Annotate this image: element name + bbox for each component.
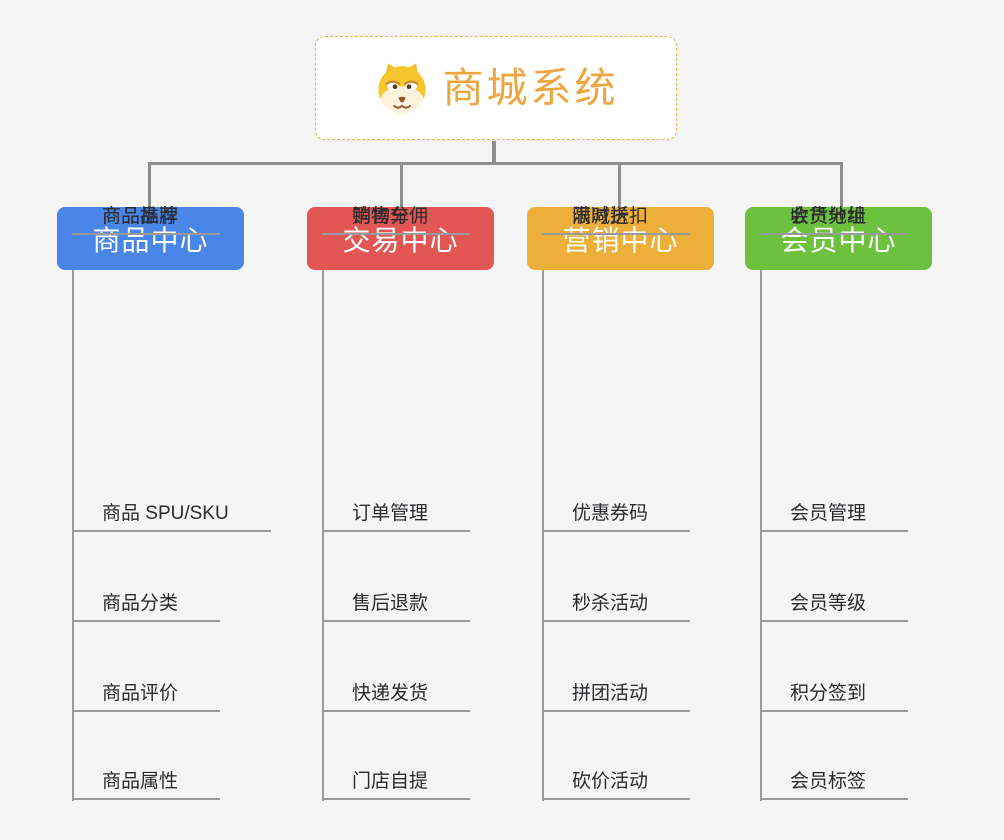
root-node-title: 商城系统 xyxy=(442,64,619,111)
connector-drop-branch-4 xyxy=(840,162,843,210)
branch-node-product-center[interactable]: 商品中心 xyxy=(57,207,244,270)
child-node[interactable]: 秒杀活动 xyxy=(542,594,691,622)
branch-node-trade-center[interactable]: 交易中心 xyxy=(307,207,494,270)
child-node[interactable]: 会员等级 xyxy=(760,594,909,622)
child-node[interactable]: 门店自提 xyxy=(322,772,471,800)
shiba-dog-face-icon xyxy=(377,63,426,114)
child-node[interactable]: 积分签到 xyxy=(760,684,909,712)
branch-column-member-center: 会员中心 会员管理 会员等级 积分签到 会员标签 会员分组 收货地址 xyxy=(745,207,1004,827)
branch-child-connector-line xyxy=(542,270,544,801)
child-node[interactable]: 商品属性 xyxy=(72,772,221,800)
branch-column-product-center: 商品中心 商品 SPU/SKU 商品分类 商品评价 商品属性 商品推荐 商品品牌 xyxy=(57,207,319,827)
branch-child-connector-line xyxy=(72,270,74,801)
child-node[interactable]: 订单管理 xyxy=(322,504,471,532)
branch-column-marketing-center: 营销中心 优惠券码 秒杀活动 拼团活动 砍价活动 限时折扣 满减送 xyxy=(527,207,789,827)
connector-drop-branch-3 xyxy=(618,162,621,210)
child-node[interactable]: 会员标签 xyxy=(760,772,909,800)
branch-column-trade-center: 交易中心 订单管理 售后退款 快递发货 门店自提 购物车 销售分佣 xyxy=(307,207,569,827)
child-node[interactable]: 售后退款 xyxy=(322,594,471,622)
child-node[interactable]: 销售分佣 xyxy=(322,207,471,235)
branch-child-connector-line xyxy=(322,270,324,801)
connector-horizontal-rail xyxy=(148,162,842,165)
root-node[interactable]: 商城系统 xyxy=(315,36,677,140)
connector-drop-branch-2 xyxy=(400,162,403,210)
connector-drop-branch-1 xyxy=(148,162,151,210)
branch-node-marketing-center[interactable]: 营销中心 xyxy=(527,207,714,270)
child-node[interactable]: 会员管理 xyxy=(760,504,909,532)
child-node[interactable]: 商品 SPU/SKU xyxy=(72,504,271,532)
child-node[interactable]: 拼团活动 xyxy=(542,684,691,712)
child-node[interactable]: 满减送 xyxy=(542,207,672,235)
child-node[interactable]: 优惠券码 xyxy=(542,504,691,532)
branch-child-connector-line xyxy=(760,270,762,801)
child-node[interactable]: 砍价活动 xyxy=(542,772,691,800)
child-node[interactable]: 商品分类 xyxy=(72,594,221,622)
child-node[interactable]: 商品品牌 xyxy=(72,207,221,235)
child-node[interactable]: 快递发货 xyxy=(322,684,471,712)
child-node[interactable]: 商品评价 xyxy=(72,684,221,712)
connector-root-stem xyxy=(492,141,496,165)
child-node[interactable]: 收货地址 xyxy=(760,207,909,235)
branch-node-member-center[interactable]: 会员中心 xyxy=(745,207,932,270)
